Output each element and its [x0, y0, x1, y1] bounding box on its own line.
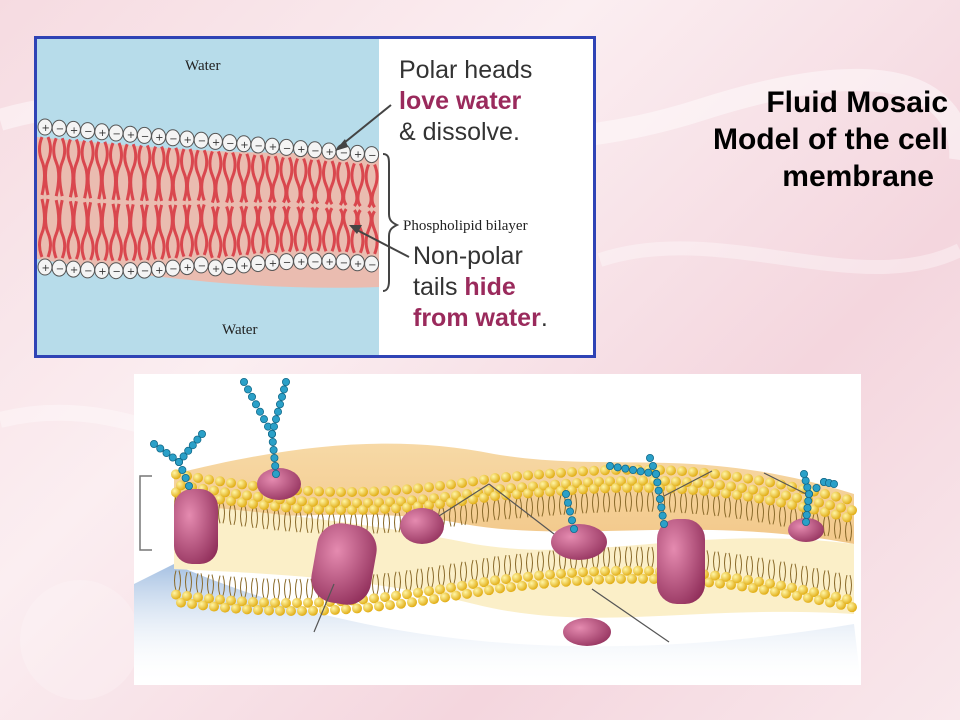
protein-5	[551, 524, 607, 560]
svg-text:+: +	[70, 265, 78, 276]
svg-text:−: −	[340, 258, 348, 269]
svg-text:+: +	[269, 142, 277, 153]
svg-text:+: +	[354, 149, 362, 160]
svg-text:+: +	[212, 137, 220, 148]
caption-hide: hide	[464, 273, 516, 301]
protein-2	[311, 523, 377, 605]
title-line-2: Model of the cell	[712, 123, 948, 156]
polar-heads-caption: Polar heads love water & dissolve.	[399, 55, 532, 148]
svg-text:+: +	[127, 130, 135, 141]
svg-text:−: −	[283, 258, 291, 269]
svg-text:+: +	[155, 265, 163, 276]
phospholipid-bilayer-label: Phospholipid bilayer	[403, 218, 528, 234]
svg-text:−: −	[226, 139, 234, 150]
svg-text:+: +	[70, 125, 78, 136]
svg-text:−: −	[255, 260, 263, 271]
svg-text:+: +	[127, 267, 135, 278]
svg-text:−: −	[169, 134, 177, 145]
svg-text:−: −	[255, 141, 263, 152]
svg-text:+: +	[240, 261, 248, 272]
svg-text:+: +	[98, 128, 106, 139]
protein-1	[174, 489, 218, 564]
water-bottom-label: Water	[222, 322, 258, 338]
svg-text:−: −	[368, 260, 376, 271]
svg-text:−: −	[311, 146, 319, 157]
svg-text:+: +	[184, 135, 192, 146]
upper-tails	[38, 136, 379, 209]
caption-polar-heads: Polar heads	[399, 56, 533, 84]
title-line-3: membrane	[782, 160, 934, 193]
svg-text:−: −	[84, 266, 92, 277]
heads-arrow	[338, 104, 392, 148]
caption-dissolve: & dissolve.	[399, 118, 520, 146]
protein-7	[657, 519, 705, 604]
svg-text:−: −	[84, 127, 92, 138]
caption-from-water: from water	[413, 304, 541, 332]
svg-text:+: +	[269, 258, 277, 269]
bilayer-figure: +−+−+−+−+−+−+−+−+−+−+−+− +−+−+−+−+−+−+−+…	[34, 36, 596, 358]
protein-6	[563, 618, 611, 646]
lower-tails	[38, 198, 379, 262]
svg-text:+: +	[354, 259, 362, 270]
fluid-mosaic-figure	[134, 374, 861, 685]
svg-text:−: −	[311, 257, 319, 268]
svg-text:+: +	[297, 257, 305, 268]
svg-text:−: −	[283, 143, 291, 154]
svg-text:+: +	[42, 263, 50, 274]
svg-text:−: −	[113, 267, 121, 278]
bilayer-bracket	[382, 153, 400, 292]
caption-love-water: love water	[399, 87, 522, 115]
protein-4	[400, 508, 444, 544]
svg-text:−: −	[368, 151, 376, 162]
svg-text:−: −	[141, 266, 149, 277]
svg-text:+: +	[326, 147, 334, 158]
svg-text:+: +	[297, 145, 305, 156]
membrane-drawing	[134, 378, 861, 685]
svg-text:−: −	[56, 264, 64, 275]
svg-text:+: +	[42, 123, 50, 134]
svg-text:+: +	[212, 264, 220, 275]
svg-text:+: +	[184, 263, 192, 274]
non-polar-caption: Non-polar tails hide from water.	[413, 241, 548, 334]
svg-text:−: −	[226, 262, 234, 273]
lower-polar-heads: +−+−+−+−+−+−+−+−+−+−+−+−	[37, 252, 380, 280]
water-top-label: Water	[185, 58, 221, 74]
svg-text:+: +	[98, 266, 106, 277]
title-line-1: Fluid Mosaic	[766, 86, 948, 119]
label-lines	[313, 470, 807, 643]
caption-period: .	[540, 304, 548, 332]
svg-text:−: −	[169, 264, 177, 275]
svg-text:−: −	[198, 261, 206, 272]
membrane-proteins	[174, 468, 824, 646]
bilayer-drawing: +−+−+−+−+−+−+−+−+−+−+−+− +−+−+−+−+−+−+−+…	[37, 104, 410, 292]
svg-text:+: +	[326, 257, 334, 268]
caption-non-polar: Non-polar	[413, 242, 523, 270]
svg-text:−: −	[56, 124, 64, 135]
carbohydrate-chains	[149, 378, 839, 533]
svg-text:−: −	[113, 129, 121, 140]
svg-text:+: +	[155, 133, 163, 144]
slide-title: Fluid Mosaic Model of the cell membrane	[568, 84, 948, 195]
svg-text:+: +	[240, 140, 248, 151]
svg-text:−: −	[198, 136, 206, 147]
caption-tails: tails	[413, 273, 465, 301]
membrane-bracket	[139, 475, 152, 551]
protein-8	[788, 518, 824, 542]
protein-3	[257, 468, 301, 500]
svg-text:−: −	[340, 148, 348, 159]
tails-arrow	[354, 228, 410, 258]
svg-text:−: −	[141, 131, 149, 142]
